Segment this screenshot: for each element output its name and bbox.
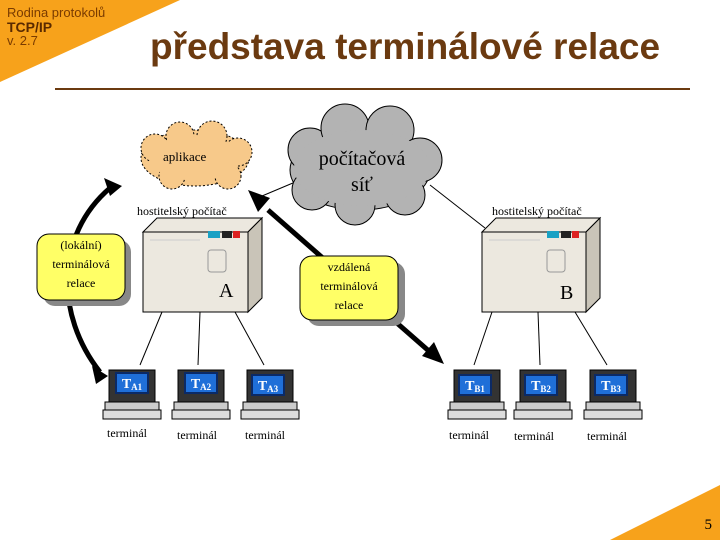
host-a-label: hostitelský počítač xyxy=(137,204,227,218)
corner-decoration-top-left xyxy=(0,0,180,82)
terminal-badge-a3: TA3 xyxy=(251,374,285,396)
host-computer-a-icon xyxy=(141,216,264,314)
remote-arrowhead-bottom xyxy=(422,342,444,364)
connection-lines xyxy=(139,179,608,366)
course-name: Rodina protokolů xyxy=(7,5,106,20)
terminal-label-a3: terminál xyxy=(245,428,285,442)
network-cloud xyxy=(287,103,443,226)
slide-title: představa terminálové relace xyxy=(150,26,661,67)
remote-bubble-line2: terminálová xyxy=(320,279,378,293)
host-b-letter: B xyxy=(560,282,574,304)
local-session-bubble: (lokální) terminálová relace xyxy=(37,236,125,293)
local-session-bubble-shape xyxy=(36,233,131,306)
local-arrowhead-bottom xyxy=(92,366,108,384)
terminal-badge-a2: TA2 xyxy=(184,372,218,394)
local-bubble-line2: terminálová xyxy=(52,257,110,271)
local-arrowhead-top xyxy=(104,178,122,196)
terminal-badge-b2: TB2 xyxy=(524,374,558,396)
remote-bubble-line3: relace xyxy=(334,298,364,312)
terminal-badge-b3: TB3 xyxy=(594,374,628,396)
local-bubble-line3: relace xyxy=(66,276,96,290)
local-bubble-line1: (lokální) xyxy=(60,238,102,252)
corner-decoration-bottom-right xyxy=(610,485,720,540)
network-label-line1: počítačová xyxy=(318,148,406,170)
host-a-letter: A xyxy=(219,280,234,302)
page-number: 5 xyxy=(704,517,713,533)
remote-arrowhead-top xyxy=(248,190,270,212)
network-label-line2: síť xyxy=(351,174,373,196)
terminal-label-a1: terminál xyxy=(107,426,147,440)
terminal-label-b3: terminál xyxy=(587,429,627,443)
terminal-badge-b1: TB1 xyxy=(458,374,492,396)
application-label: aplikace xyxy=(163,149,207,164)
host-computer-b-icon xyxy=(480,216,602,314)
terminal-badge-a1: TA1 xyxy=(115,372,149,394)
title-underline xyxy=(55,88,690,90)
terminal-label-b1: terminál xyxy=(449,428,489,442)
remote-bubble-line1: vzdálená xyxy=(327,260,371,274)
network-label: počítačová síť xyxy=(302,146,422,198)
remote-session-bubble-shape xyxy=(299,255,405,326)
remote-session-bubble: vzdálená terminálová relace xyxy=(300,258,398,315)
terminal-label-b2: terminál xyxy=(514,429,554,443)
course-topic: TCP/IP xyxy=(7,19,53,35)
host-b-label: hostitelský počítač xyxy=(492,204,582,218)
course-version: v. 2.7 xyxy=(7,33,38,48)
application-cloud xyxy=(140,120,253,190)
terminal-label-a2: terminál xyxy=(177,428,217,442)
